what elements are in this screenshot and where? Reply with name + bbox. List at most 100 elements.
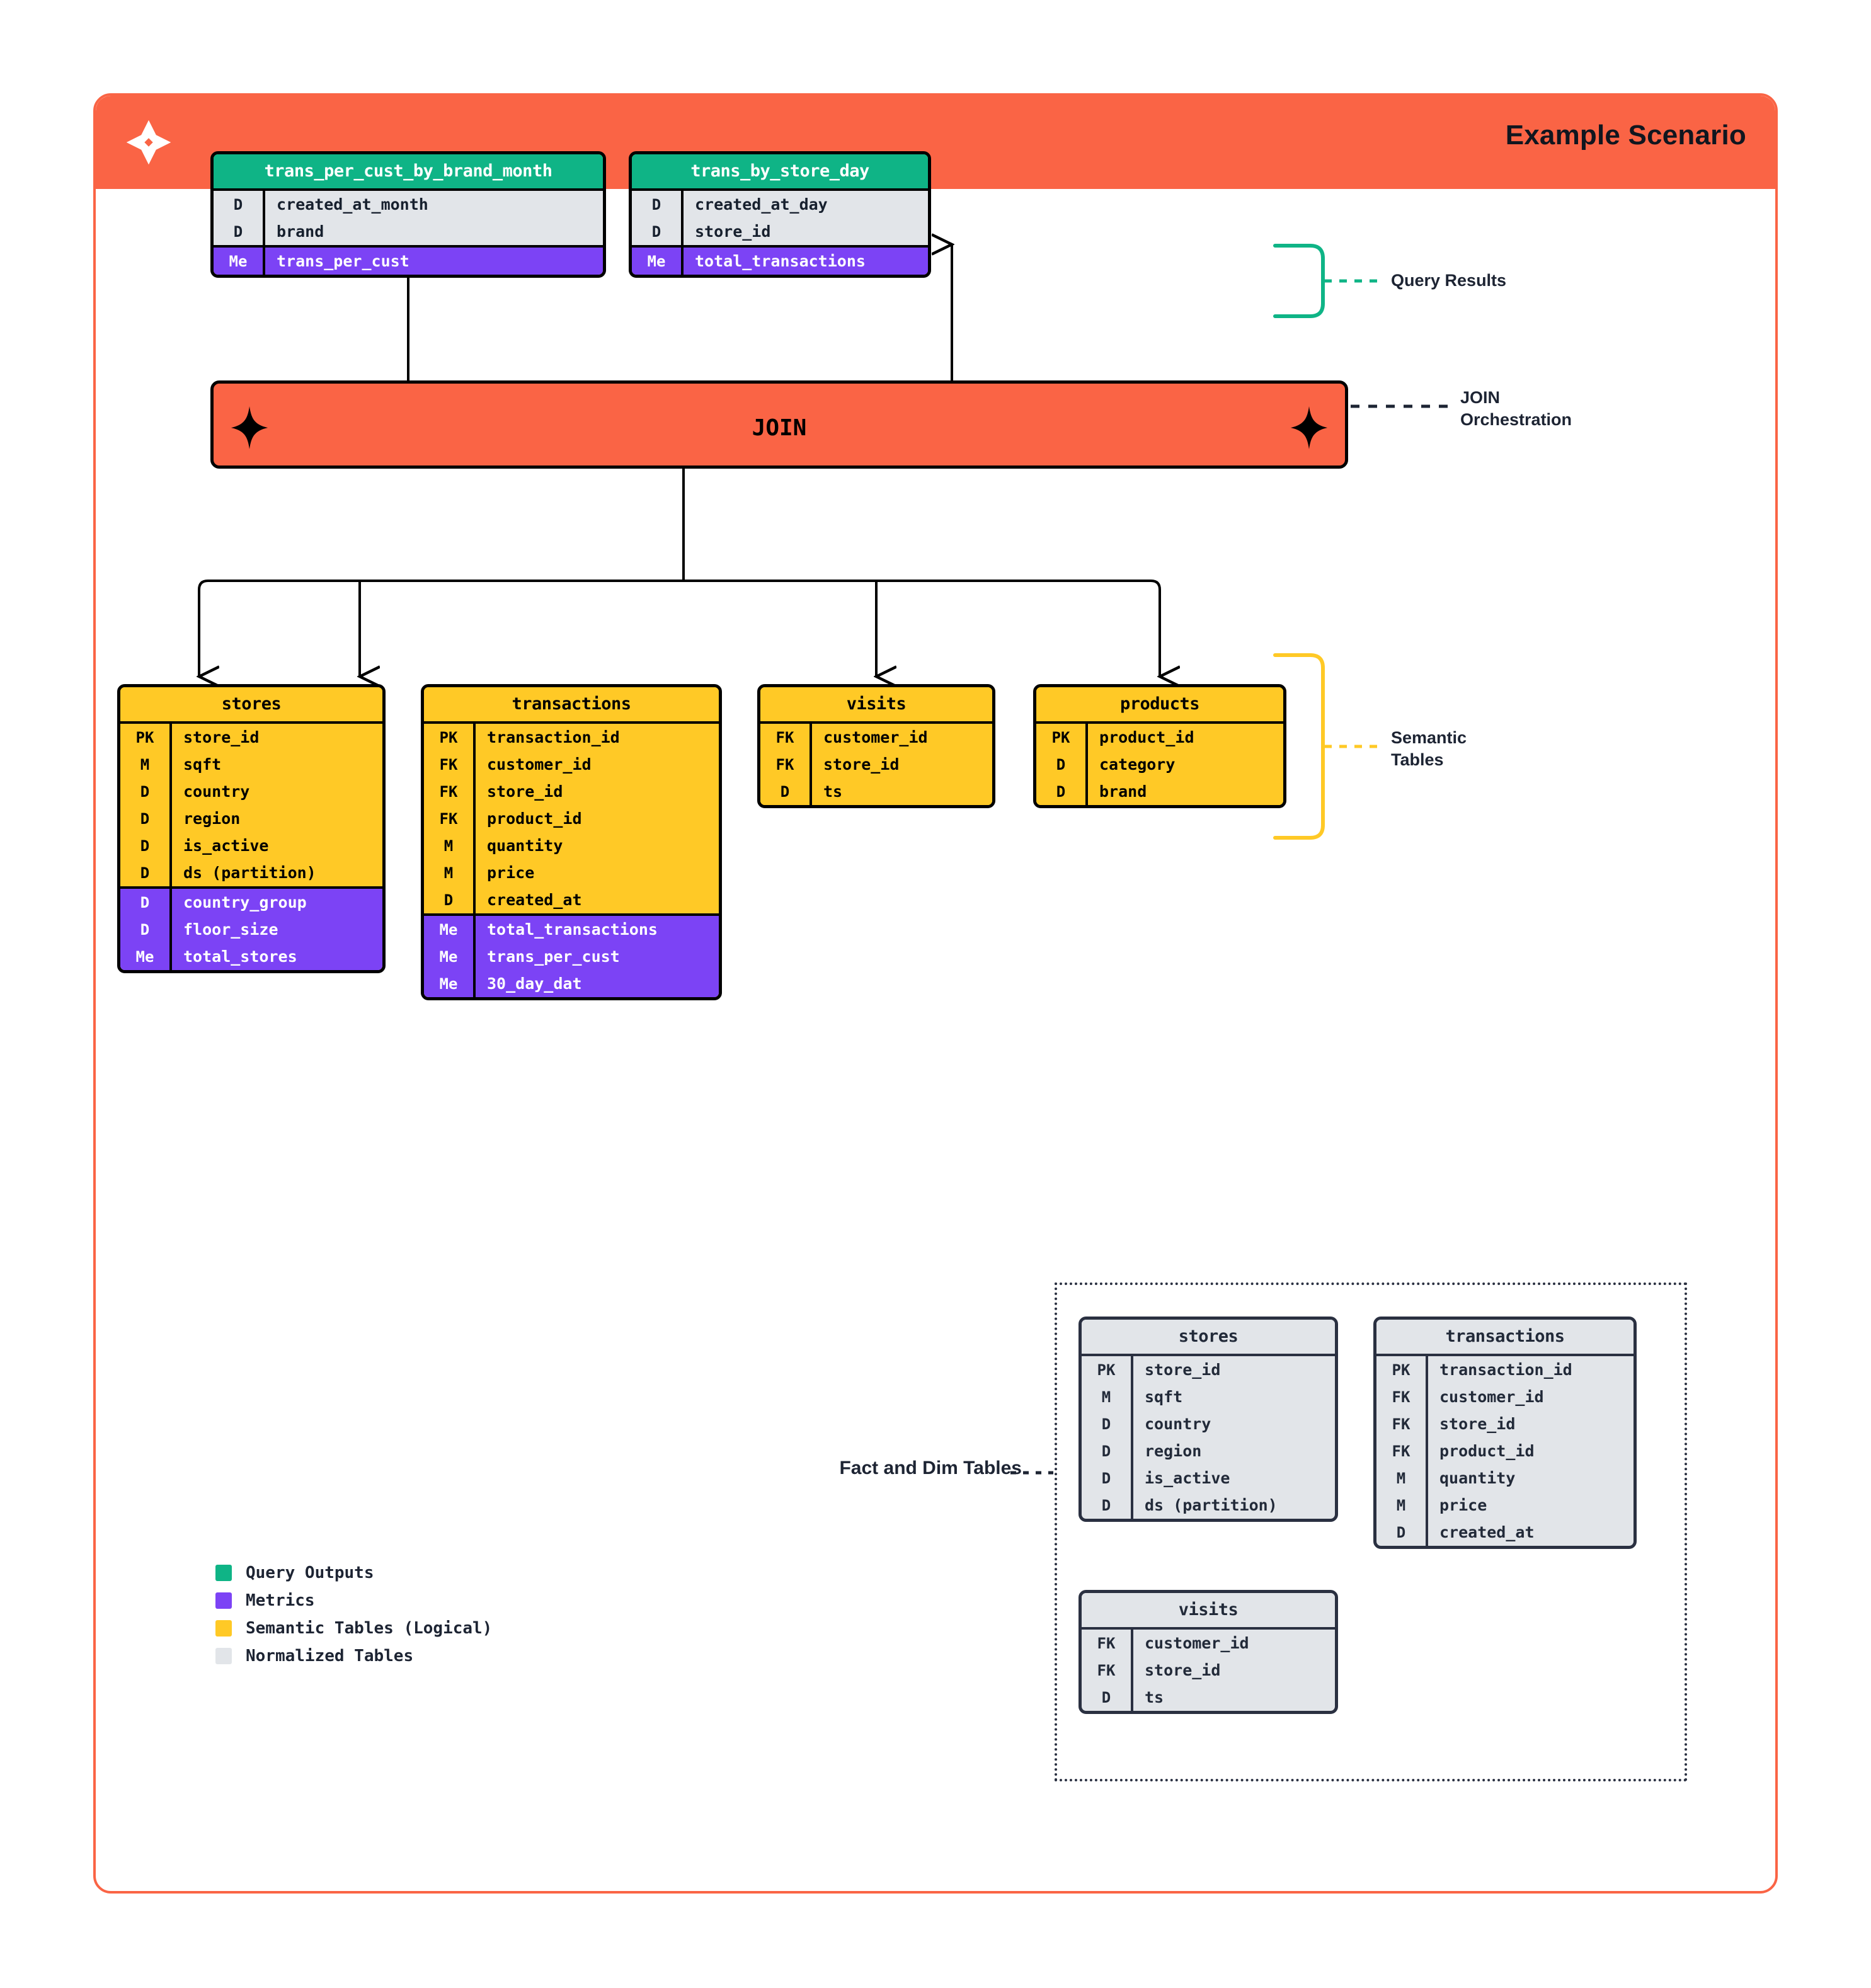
table-row[interactable]: D created_at_month (214, 191, 603, 218)
table-row[interactable]: Me trans_per_cust (214, 248, 603, 275)
row-key: M (1396, 1496, 1406, 1514)
row-key: FK (775, 728, 794, 746)
table-row[interactable]: D created_at_day (632, 191, 928, 218)
table-header: trans_per_cust_by_brand_month (214, 154, 603, 188)
row-value: total_transactions (473, 916, 719, 943)
row-key: FK (439, 782, 458, 801)
legend-label: Metrics (246, 1591, 315, 1610)
query-result-table[interactable]: trans_by_store_day D created_at_day D st… (629, 151, 931, 278)
table-row[interactable]: D store_id (632, 218, 928, 245)
row-value: customer_id (810, 724, 992, 751)
row-value: brand (263, 218, 603, 245)
dimension-section: D created_at_day D store_id (632, 191, 928, 245)
row-key: D (1396, 1523, 1406, 1541)
table-row[interactable]: FK store_id (760, 751, 992, 778)
table-header: transactions (424, 687, 719, 721)
legend-label: Semantic Tables (Logical) (246, 1619, 493, 1638)
row-value: store_id (473, 778, 719, 805)
table-row[interactable]: FK store_id (424, 778, 719, 805)
annotation-line1: JOIN (1460, 388, 1501, 407)
legend-swatch-normalized-tables (215, 1648, 232, 1664)
annotation-line1: Semantic (1391, 728, 1467, 747)
row-value: store_id (169, 724, 382, 751)
row-key: D (1056, 755, 1066, 774)
legend-swatch-query-outputs (215, 1565, 232, 1581)
row-value: region (1131, 1437, 1335, 1465)
cross-star-logo-icon (126, 120, 171, 165)
sparkle-icon (1290, 406, 1328, 449)
row-key: PK (439, 728, 458, 746)
row-key: D (651, 195, 661, 214)
row-key: PK (1097, 1361, 1116, 1379)
row-value: total_stores (169, 943, 382, 970)
row-value: store_id (681, 218, 928, 245)
legend-item: Metrics (215, 1591, 492, 1610)
query-result-table[interactable]: trans_per_cust_by_brand_month D created_… (210, 151, 606, 278)
row-key: D (1101, 1469, 1111, 1487)
table-row[interactable]: FK customer_id (760, 724, 992, 751)
dimension-section: D created_at_month D brand (214, 191, 603, 245)
row-value: sqft (1131, 1383, 1335, 1410)
row-value: store_id (810, 751, 992, 778)
table-header: stores (120, 687, 382, 721)
table-header: products (1036, 687, 1283, 721)
row-key: FK (775, 755, 794, 774)
row-value: store_id (1131, 1657, 1335, 1684)
join-orchestration-bar[interactable]: JOIN (210, 380, 1348, 469)
row-value: product_id (1426, 1437, 1634, 1465)
table-row[interactable]: Me total_transactions (632, 248, 928, 275)
row-key: M (443, 864, 454, 882)
table-row[interactable]: D brand (214, 218, 603, 245)
row-value: customer_id (1426, 1383, 1634, 1410)
row-key: PK (1051, 728, 1070, 746)
row-key: M (140, 755, 150, 774)
row-key: D (140, 782, 150, 801)
